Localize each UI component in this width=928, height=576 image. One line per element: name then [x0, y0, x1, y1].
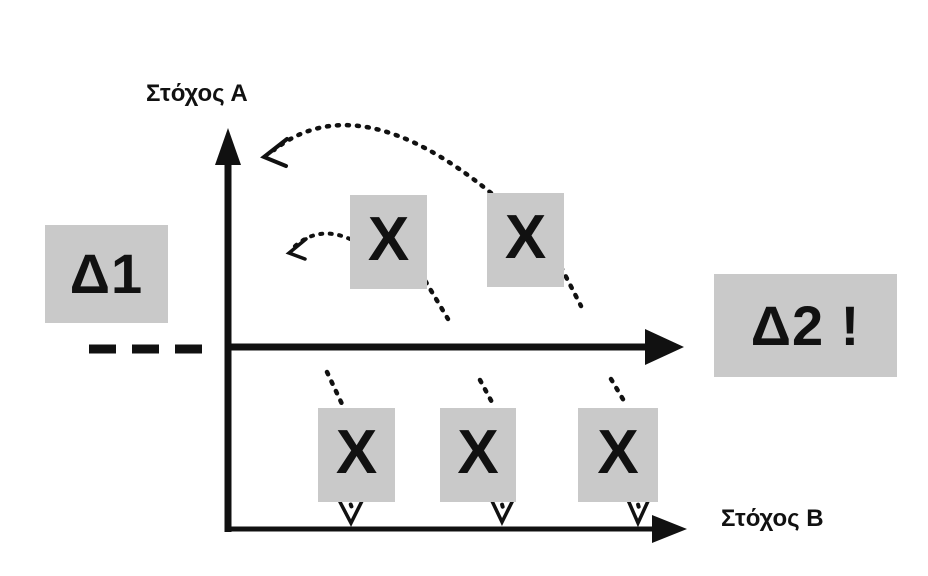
x-marker-box-upper-2: X	[487, 193, 564, 287]
goal-a-axis-label: Στόχος Α	[146, 80, 248, 107]
x-marker-box-lower-3: X	[578, 408, 658, 502]
dotted-trace-lower-2	[477, 377, 497, 409]
delta1-box: Δ1	[45, 225, 168, 323]
dotted-trace-lower-1	[324, 369, 345, 407]
dotted-trace-lower-3	[608, 376, 630, 409]
y-axis-arrow	[215, 128, 241, 532]
goal-b-axis-label: Στόχος Β	[721, 505, 824, 532]
curved-dotted-arrow-large	[260, 122, 494, 196]
x-marker-box-lower-2: X	[440, 408, 516, 502]
x-axis-arrow-mid	[229, 329, 684, 365]
curved-dotted-arrow-small	[285, 231, 352, 261]
delta2-box: Δ2 !	[714, 274, 897, 377]
x-marker-box-lower-1: X	[318, 408, 395, 502]
x-axis-arrow-bottom	[225, 515, 687, 543]
x-marker-box-upper-1: X	[350, 195, 427, 289]
dotted-trace-upper-right	[558, 264, 584, 309]
